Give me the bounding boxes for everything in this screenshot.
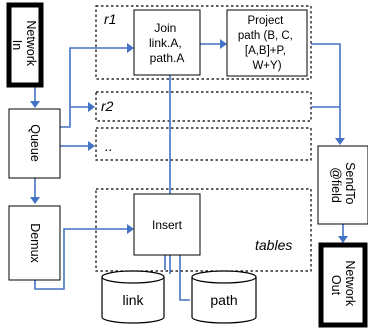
- project-line-3: [A,B]+P,: [245, 45, 286, 57]
- wire-project-sendto: [311, 43, 341, 140]
- wire-demux-insert: [34, 228, 129, 290]
- group-label-tables: tables: [255, 237, 292, 253]
- arrow-queue-in: [30, 101, 40, 108]
- arrow-demux-in: [30, 197, 40, 204]
- demux-label: Demux: [28, 223, 42, 263]
- svg-text:Demux: Demux: [28, 223, 42, 263]
- queue-node: Queue: [8, 108, 61, 179]
- svg-text:Network In: Network In: [10, 20, 38, 69]
- wires: [34, 43, 344, 301]
- wire-insert-path: [179, 255, 190, 301]
- path-table: path: [191, 270, 257, 324]
- queue-label: Queue: [28, 124, 42, 162]
- project-line-4: W+Y): [252, 60, 281, 72]
- svg-text:Join link.A, path.: Join link.A, path.A: [149, 21, 185, 65]
- svg-text:Network Out: Network Out: [329, 260, 357, 309]
- group-r2: [95, 91, 312, 122]
- project-line-2: path (B, C,: [238, 30, 293, 42]
- group-r1: [95, 5, 312, 80]
- arrowheads: [30, 39, 348, 243]
- arrow-r2-in: [88, 102, 95, 112]
- wire-queue-join: [60, 47, 129, 128]
- demux-node: Demux: [8, 205, 61, 281]
- project-node: Project path (B, C, [A,B]+P, W+Y): [226, 9, 308, 77]
- network-in-line-2: In: [10, 40, 24, 50]
- arrow-project-in: [220, 39, 227, 49]
- group-label-r1: r1: [104, 11, 116, 27]
- sendto-line-2: @field: [329, 167, 343, 203]
- network-out-node: Network Out: [318, 242, 368, 328]
- link-table-label: link: [122, 292, 144, 308]
- insert-label: Insert: [152, 218, 183, 232]
- network-out-line-2: Out: [329, 275, 343, 296]
- network-out-line-1: Network: [343, 260, 357, 307]
- path-table-label: path: [210, 292, 237, 308]
- arrow-out-in: [338, 236, 348, 243]
- svg-text:Insert: Insert: [152, 218, 183, 232]
- sendto-line-1: SendTo: [343, 162, 357, 204]
- network-in-node: Network In: [6, 2, 44, 88]
- sendto-node: SendTo @field: [317, 145, 368, 225]
- project-line-1: Project: [248, 15, 285, 27]
- svg-text:SendTo @field: SendTo @field: [329, 162, 357, 208]
- svg-text:Project path (B, C,: Project path (B, C, [A,B]+P, W+Y): [238, 15, 296, 72]
- arrow-insert-in: [127, 224, 134, 234]
- insert-node: Insert: [133, 193, 201, 256]
- join-node: Join link.A, path.A: [133, 9, 201, 76]
- join-line-2: link.A,: [149, 36, 182, 50]
- link-table: link: [101, 270, 165, 324]
- group-label-ellipsis: ..: [105, 138, 113, 154]
- join-line-3: path.A: [150, 51, 185, 65]
- join-line-1: Join: [154, 21, 176, 35]
- svg-text:Queue: Queue: [28, 124, 42, 162]
- group-tables: [95, 188, 312, 272]
- arrow-ellipsis-in: [88, 141, 95, 151]
- network-in-line-1: Network: [24, 20, 38, 67]
- arrow-join-in: [127, 43, 134, 53]
- arrow-sendto-in: [335, 138, 345, 145]
- group-ellipsis: [95, 127, 312, 161]
- group-label-r2: r2: [101, 98, 114, 114]
